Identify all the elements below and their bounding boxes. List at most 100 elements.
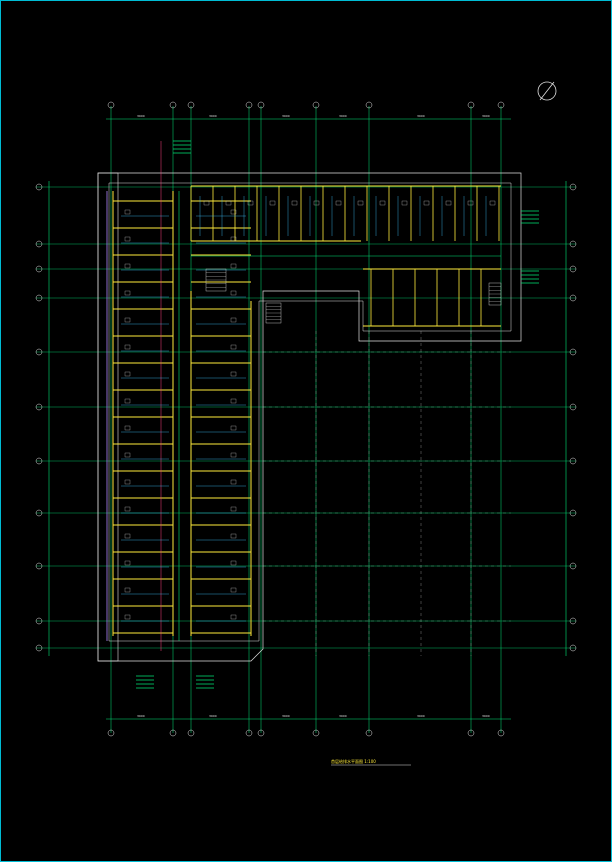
axis-bubble-bottom — [312, 729, 320, 737]
axis-bubble-top — [107, 101, 115, 109]
axis-bubble-right — [569, 457, 577, 465]
dimension-text: 3900 — [482, 714, 490, 718]
dimension-text: 3900 — [282, 714, 290, 718]
axis-bubble-right — [569, 183, 577, 191]
fixture-symbol — [124, 560, 131, 566]
axis-bubble-left — [35, 294, 43, 302]
fixture-symbol — [124, 263, 131, 269]
fixture-symbol — [230, 371, 237, 377]
dimension-text: 3900 — [417, 714, 425, 718]
axis-bubble-bottom — [467, 729, 475, 737]
axis-bubble-bottom — [497, 729, 505, 737]
axis-bubble-bottom — [245, 729, 253, 737]
north-arrow-icon — [537, 81, 557, 101]
north-arrow-needle — [539, 81, 555, 101]
fixture-symbol — [230, 344, 237, 350]
fixture-symbol — [124, 533, 131, 539]
axis-bubble-left — [35, 617, 43, 625]
fixture-symbol — [124, 290, 131, 296]
axis-bubble-right — [569, 403, 577, 411]
drawing-title: 首层给排水平面图 1:100 — [331, 759, 376, 764]
fixture-symbol — [230, 506, 237, 512]
axis-bubble-top — [467, 101, 475, 109]
fixture-symbol — [124, 371, 131, 377]
axis-bubble-bottom — [169, 729, 177, 737]
axis-bubble-left — [35, 509, 43, 517]
fixture-symbol — [230, 317, 237, 323]
dimension-text: 3900 — [209, 714, 217, 718]
axis-bubble-left — [35, 183, 43, 191]
axis-bubble-right — [569, 294, 577, 302]
axis-bubble-bottom — [187, 729, 195, 737]
dimension-text: 3900 — [417, 114, 425, 118]
fixture-symbol — [230, 614, 237, 620]
fixture-symbol — [124, 236, 131, 242]
axis-bubble-left — [35, 265, 43, 273]
fixture-symbol — [124, 344, 131, 350]
fixture-symbol — [230, 263, 237, 269]
fixture-symbol — [203, 200, 210, 206]
fixture-symbol — [124, 587, 131, 593]
axis-bubble-right — [569, 562, 577, 570]
dimension-text: 3900 — [137, 114, 145, 118]
axis-bubble-left — [35, 240, 43, 248]
fixture-symbol — [357, 200, 364, 206]
axis-bubble-right — [569, 265, 577, 273]
fixture-symbol — [445, 200, 452, 206]
fixture-symbol — [230, 236, 237, 242]
fixture-symbol — [230, 398, 237, 404]
axis-bubble-top — [497, 101, 505, 109]
axis-bubble-top — [312, 101, 320, 109]
fixture-symbol — [247, 200, 254, 206]
axis-bubble-top — [257, 101, 265, 109]
fixture-symbol — [124, 398, 131, 404]
dimension-text: 3900 — [339, 114, 347, 118]
fixture-symbol — [335, 200, 342, 206]
axis-bubble-top — [365, 101, 373, 109]
axis-bubble-bottom — [107, 729, 115, 737]
fixture-symbol — [124, 209, 131, 215]
fixture-symbol — [230, 587, 237, 593]
building-outline — [97, 172, 522, 662]
fixture-symbol — [379, 200, 386, 206]
axis-bubble-left — [35, 403, 43, 411]
building-inner-outline — [108, 182, 512, 642]
fixture-symbol — [291, 200, 298, 206]
fixture-symbol — [124, 425, 131, 431]
dimension-text: 3900 — [339, 714, 347, 718]
fixture-symbol — [423, 200, 430, 206]
dimension-text: 3900 — [482, 114, 490, 118]
dimension-text: 3900 — [137, 714, 145, 718]
fixture-symbol — [124, 452, 131, 458]
fixture-symbol — [269, 200, 276, 206]
axis-bubble-right — [569, 348, 577, 356]
fixture-symbol — [230, 560, 237, 566]
axis-bubble-left — [35, 562, 43, 570]
fixture-symbol — [401, 200, 408, 206]
axis-bubble-left — [35, 348, 43, 356]
axis-bubble-right — [569, 617, 577, 625]
axis-bubble-bottom — [257, 729, 265, 737]
axis-bubble-right — [569, 644, 577, 652]
fixture-symbol — [230, 452, 237, 458]
fixture-symbol — [124, 479, 131, 485]
fixture-symbol — [124, 614, 131, 620]
fixture-symbol — [230, 479, 237, 485]
fixture-symbol — [230, 425, 237, 431]
axis-bubble-left — [35, 644, 43, 652]
axis-bubble-top — [169, 101, 177, 109]
fixture-symbol — [230, 209, 237, 215]
fixture-symbol — [467, 200, 474, 206]
axis-bubble-top — [245, 101, 253, 109]
axis-bubble-bottom — [365, 729, 373, 737]
fixture-symbol — [313, 200, 320, 206]
dimension-text: 3900 — [209, 114, 217, 118]
fixture-symbol — [230, 533, 237, 539]
axis-bubble-right — [569, 240, 577, 248]
fixture-symbol — [230, 290, 237, 296]
axis-bubble-right — [569, 509, 577, 517]
fixture-symbol — [124, 317, 131, 323]
dimension-text: 3900 — [282, 114, 290, 118]
